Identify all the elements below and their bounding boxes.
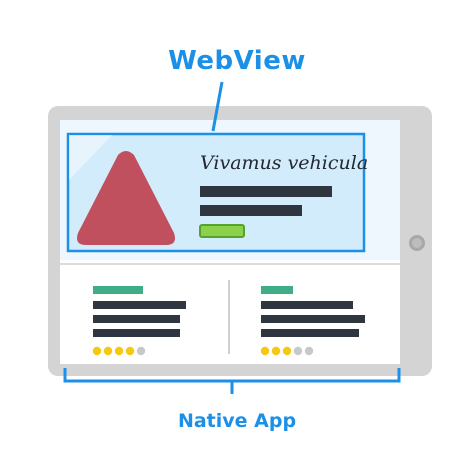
rating-star-filled <box>282 346 292 356</box>
card-text-bar <box>93 315 180 323</box>
rating-star-filled <box>92 346 102 356</box>
rating-star-filled <box>103 346 113 356</box>
native-app-bracket <box>63 368 401 394</box>
webview-pointer-line <box>211 81 224 132</box>
rating-star-filled <box>260 346 270 356</box>
native-card-right <box>260 286 365 356</box>
webview-hero-title: Vivamus vehicula <box>200 152 369 174</box>
rating-star-empty <box>136 346 146 356</box>
webview-action-button <box>199 224 245 238</box>
card-text-bar <box>261 329 359 337</box>
webview-text-bar-2 <box>200 205 302 216</box>
native-app-label: Native App <box>177 410 297 432</box>
webview-panel <box>60 120 400 260</box>
rating-star-empty <box>293 346 303 356</box>
rating-star-empty <box>304 346 314 356</box>
native-card-left <box>92 286 186 356</box>
webview-glare <box>69 135 112 180</box>
rating-star-filled <box>125 346 135 356</box>
webview-label: WebView <box>168 46 306 76</box>
card-text-bar <box>93 329 180 337</box>
rating-stars <box>92 346 146 356</box>
card-header-bar <box>261 286 293 294</box>
rating-star-filled <box>114 346 124 356</box>
webview-text-bar-1 <box>200 186 332 197</box>
rating-stars <box>260 346 314 356</box>
card-text-bar <box>261 315 365 323</box>
rating-star-filled <box>271 346 281 356</box>
card-text-bar <box>261 301 353 309</box>
hero-triangle-image <box>77 151 175 245</box>
native-section <box>60 263 400 356</box>
tablet-home-button-inner <box>412 238 422 248</box>
card-text-bar <box>93 301 186 309</box>
card-header-bar <box>93 286 143 294</box>
